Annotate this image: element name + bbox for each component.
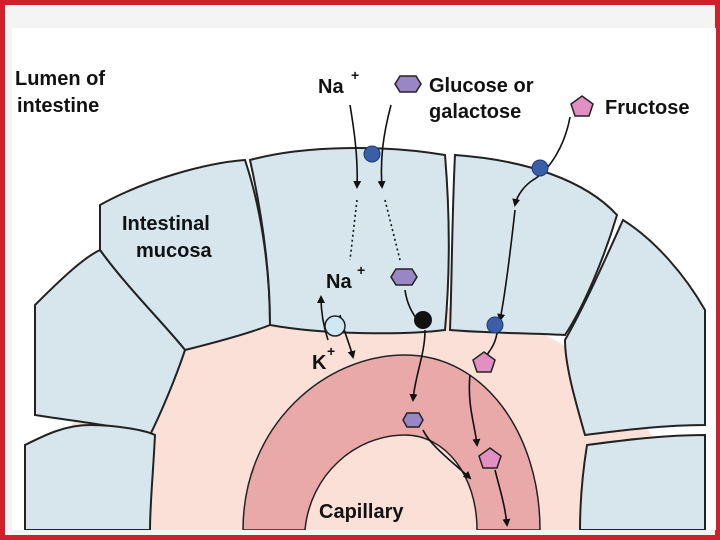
glucose-entry-arrow <box>377 104 392 189</box>
mucosa-label-line1: Intestinal <box>122 213 210 235</box>
glucose-in-cell-hexagon <box>390 268 418 286</box>
fructose-to-capillary-arrow <box>468 374 481 447</box>
fructose-entry-arrow <box>512 116 571 207</box>
glucose-in-capillary-arrow <box>422 429 472 480</box>
capillary <box>242 354 541 530</box>
cell-right-low <box>578 433 706 530</box>
na-top-superscript: + <box>351 67 359 83</box>
cell-left-low <box>24 423 157 530</box>
glucose-label-line1: Glucose or <box>429 75 534 97</box>
k-label: K <box>312 352 327 374</box>
fructose-in-capillary-pentagon <box>478 447 502 469</box>
lumen-label-line1: Lumen of <box>15 68 105 90</box>
cell-center <box>248 147 450 335</box>
na-k-pump <box>324 315 346 337</box>
glucose-dotted-path <box>384 199 401 261</box>
k-entry-arrow <box>317 295 329 341</box>
fructose-legend-pentagon <box>570 95 594 117</box>
glucose-label-line2: galactose <box>429 101 521 123</box>
na-dotted-path <box>349 199 358 261</box>
absorption-diagram: Lumen of intestine Na + Glucose or galac… <box>15 67 706 530</box>
glucose-to-capillary-arrow <box>409 329 426 402</box>
glut2-transporter <box>414 311 432 329</box>
fructose-label: Fructose <box>605 97 689 119</box>
fructose-in-interstitium-pentagon <box>472 351 496 373</box>
diagram-canvas: Lumen of intestine Na + Glucose or galac… <box>12 28 716 530</box>
sglt-transporter <box>363 145 381 163</box>
na-mid-superscript: + <box>357 262 365 278</box>
k-superscript: + <box>327 343 335 359</box>
glut5-apical-transporter <box>531 159 549 177</box>
na-top-label: Na <box>318 76 344 98</box>
na-mid-label: Na <box>326 271 352 293</box>
glucose-legend-hexagon <box>394 75 422 93</box>
capillary-label: Capillary <box>319 501 404 523</box>
na-entry-arrow <box>349 104 362 189</box>
fructose-in-capillary-arrow <box>494 469 511 527</box>
cell-right-mid <box>563 218 706 437</box>
lumen-label-line2: intestine <box>17 95 99 117</box>
glut-basolateral-transporter <box>486 316 504 334</box>
mucosa-label-line2: mucosa <box>136 240 212 262</box>
fructose-exit-arrow <box>486 332 498 356</box>
cell-right-top <box>448 153 619 337</box>
fructose-cell-arrow <box>497 209 516 322</box>
glucose-in-capillary-hexagon <box>402 412 424 428</box>
